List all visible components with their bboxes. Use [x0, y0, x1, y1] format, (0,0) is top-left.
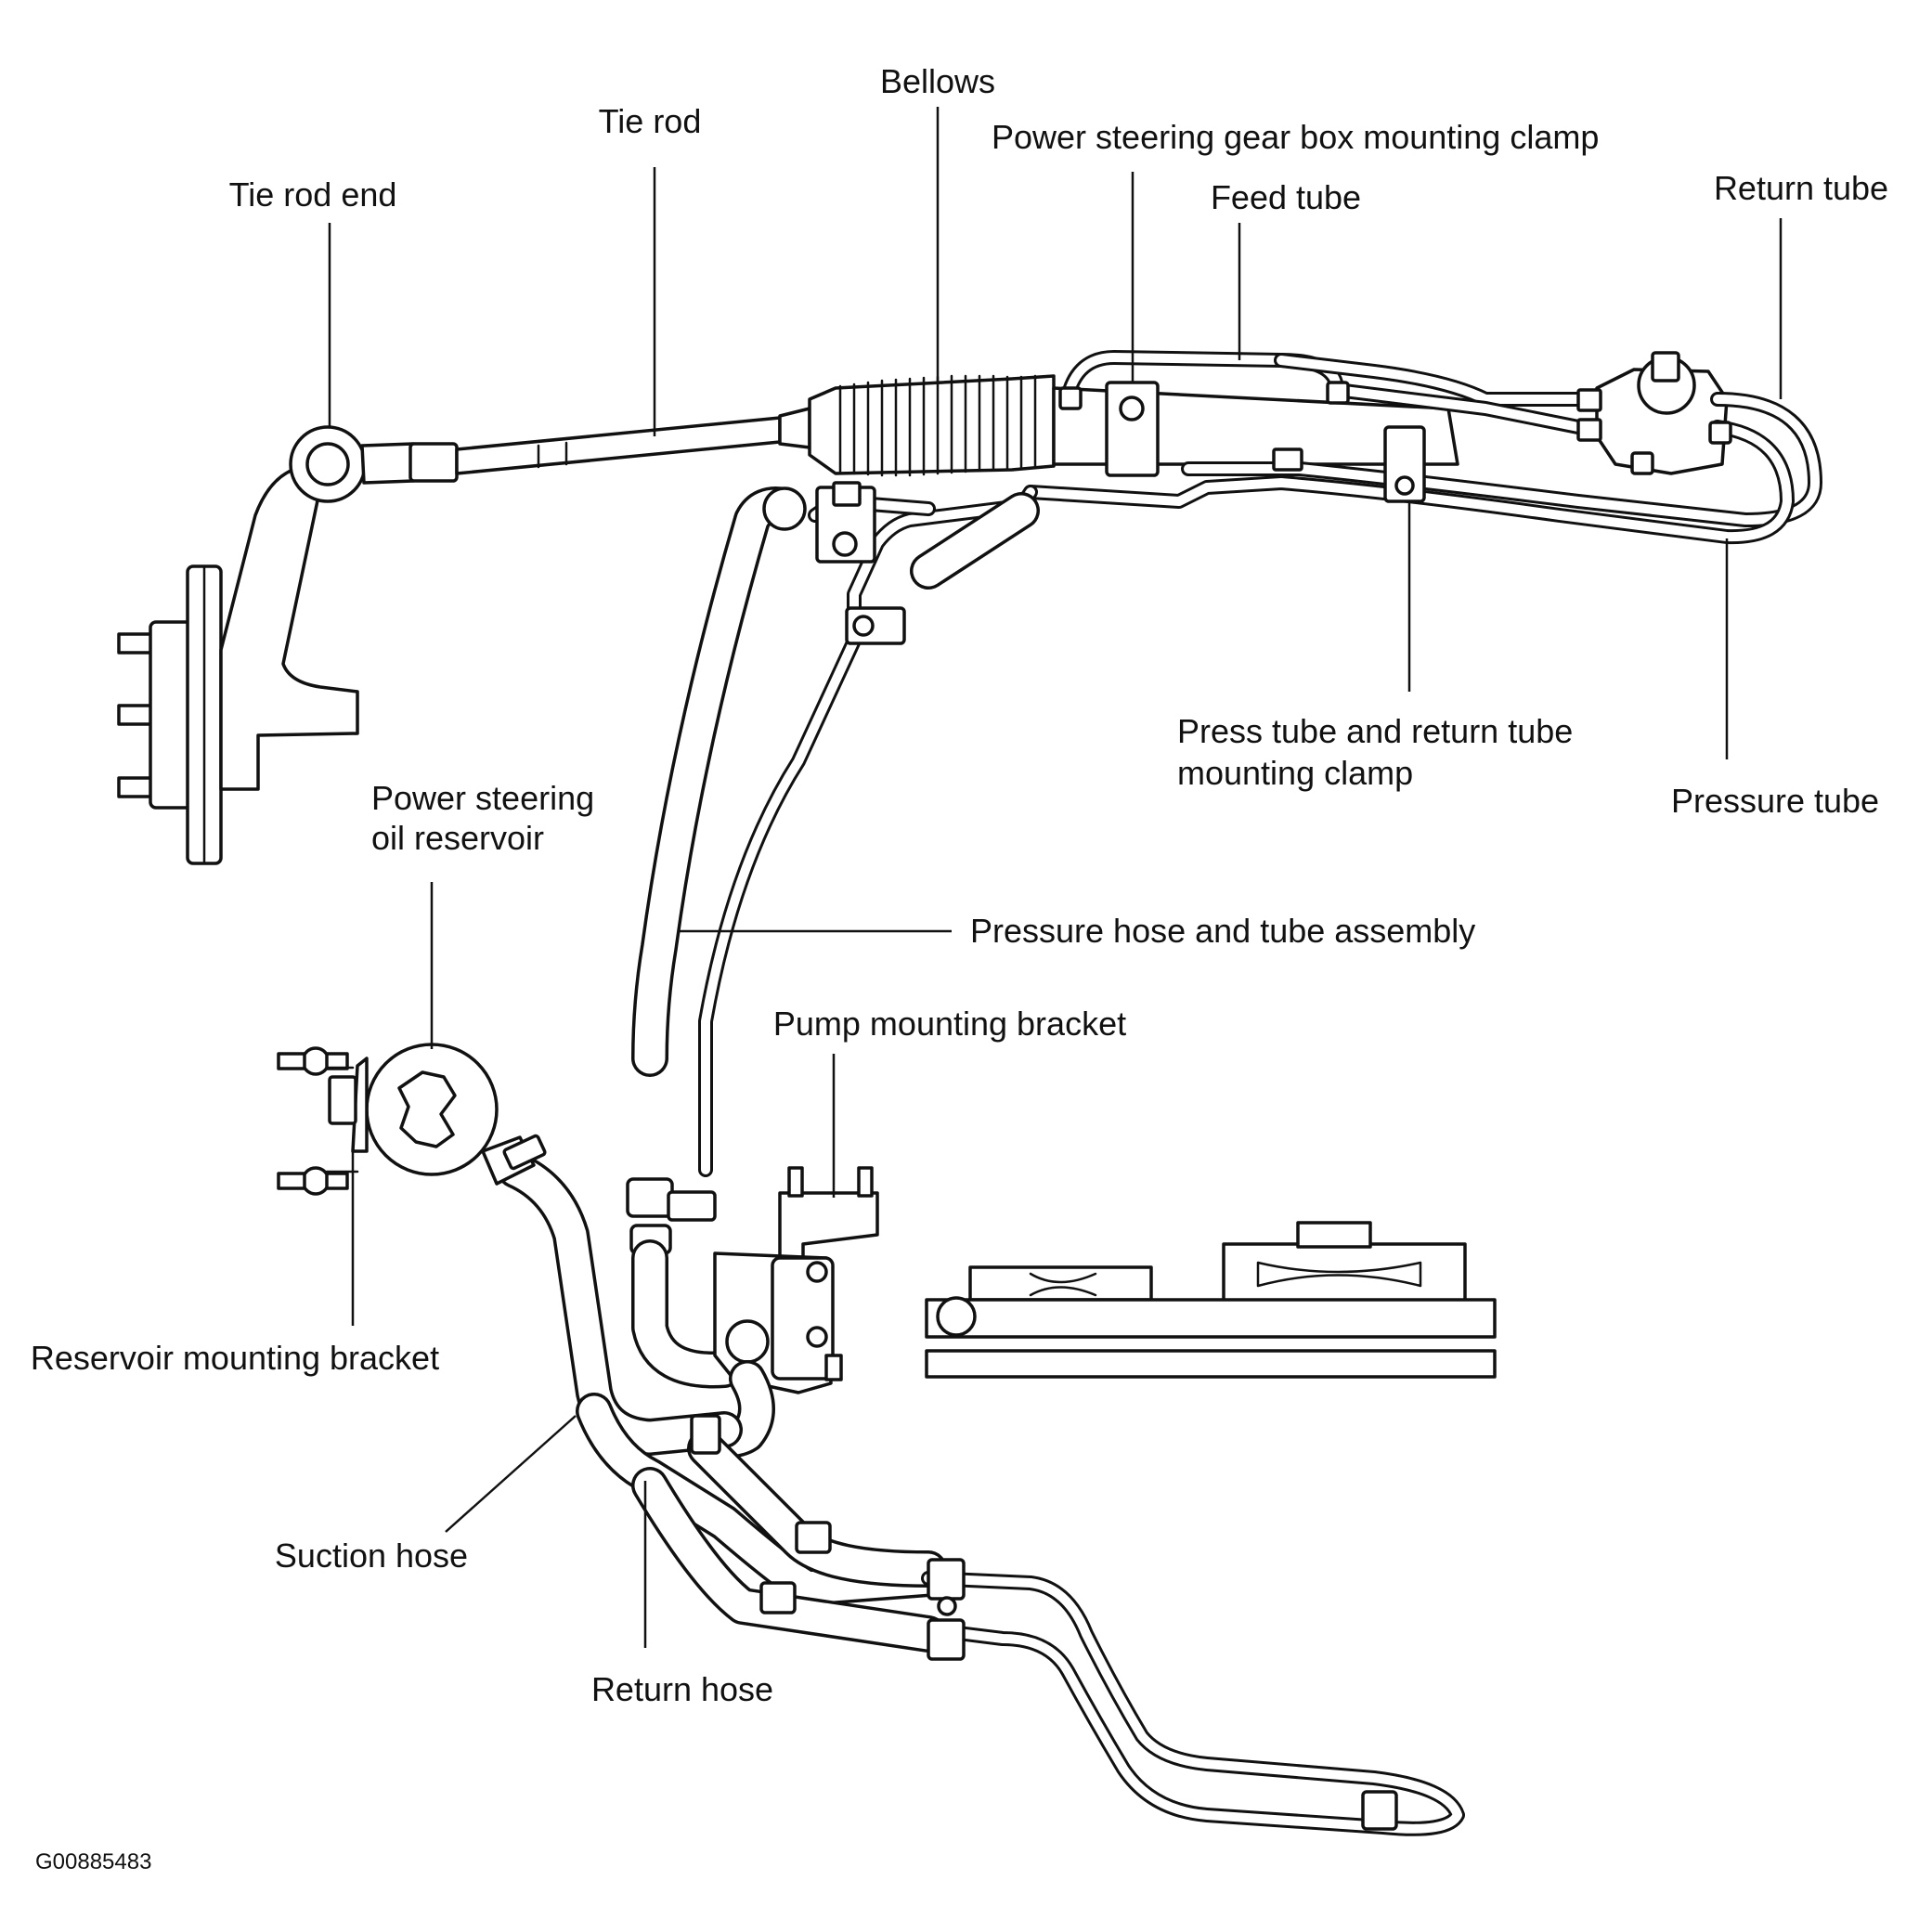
label-feed-tube: Feed tube — [1211, 178, 1361, 216]
label-tie-rod-end: Tie rod end — [229, 175, 397, 214]
power-steering-pump — [687, 1166, 879, 1459]
labels: Bellows Tie rod Tie rod end Power steeri… — [31, 62, 1888, 1874]
label-suction-hose: Suction hose — [275, 1537, 468, 1575]
label-press-return-clamp-1: Press tube and return tube — [1177, 712, 1573, 750]
valve-body — [1576, 351, 1729, 475]
label-gear-box-clamp: Power steering gear box mounting clamp — [992, 118, 1599, 156]
label-return-hose: Return hose — [591, 1670, 773, 1708]
label-press-return-clamp-2: mounting clamp — [1177, 754, 1413, 792]
label-tie-rod: Tie rod — [599, 102, 702, 140]
label-reservoir-bracket: Reservoir mounting bracket — [31, 1339, 439, 1377]
label-reservoir-2: oil reservoir — [371, 819, 544, 857]
label-pump-bracket: Pump mounting bracket — [773, 1005, 1126, 1043]
tie-rod — [360, 407, 811, 485]
label-bellows: Bellows — [880, 62, 995, 100]
label-pressure-hose-assembly: Pressure hose and tube assembly — [970, 912, 1475, 950]
cooler-assembly — [925, 1221, 1497, 1379]
label-return-tube: Return tube — [1714, 169, 1888, 207]
leader-lines — [328, 107, 1783, 1648]
pressure-hose-assembly — [626, 481, 1040, 1389]
steering-knuckle-hub — [117, 425, 367, 865]
bellows — [808, 374, 1056, 477]
label-pressure-tube: Pressure tube — [1671, 782, 1879, 820]
suction-and-return-hoses — [497, 1151, 1465, 1836]
feed-tubes — [1058, 350, 1586, 434]
rack-housing — [1052, 381, 1459, 477]
oil-reservoir — [277, 1043, 547, 1196]
return-and-pressure-tubes — [1023, 392, 1822, 545]
label-reservoir-1: Power steering — [371, 779, 594, 817]
figure-id: G00885483 — [35, 1849, 151, 1874]
